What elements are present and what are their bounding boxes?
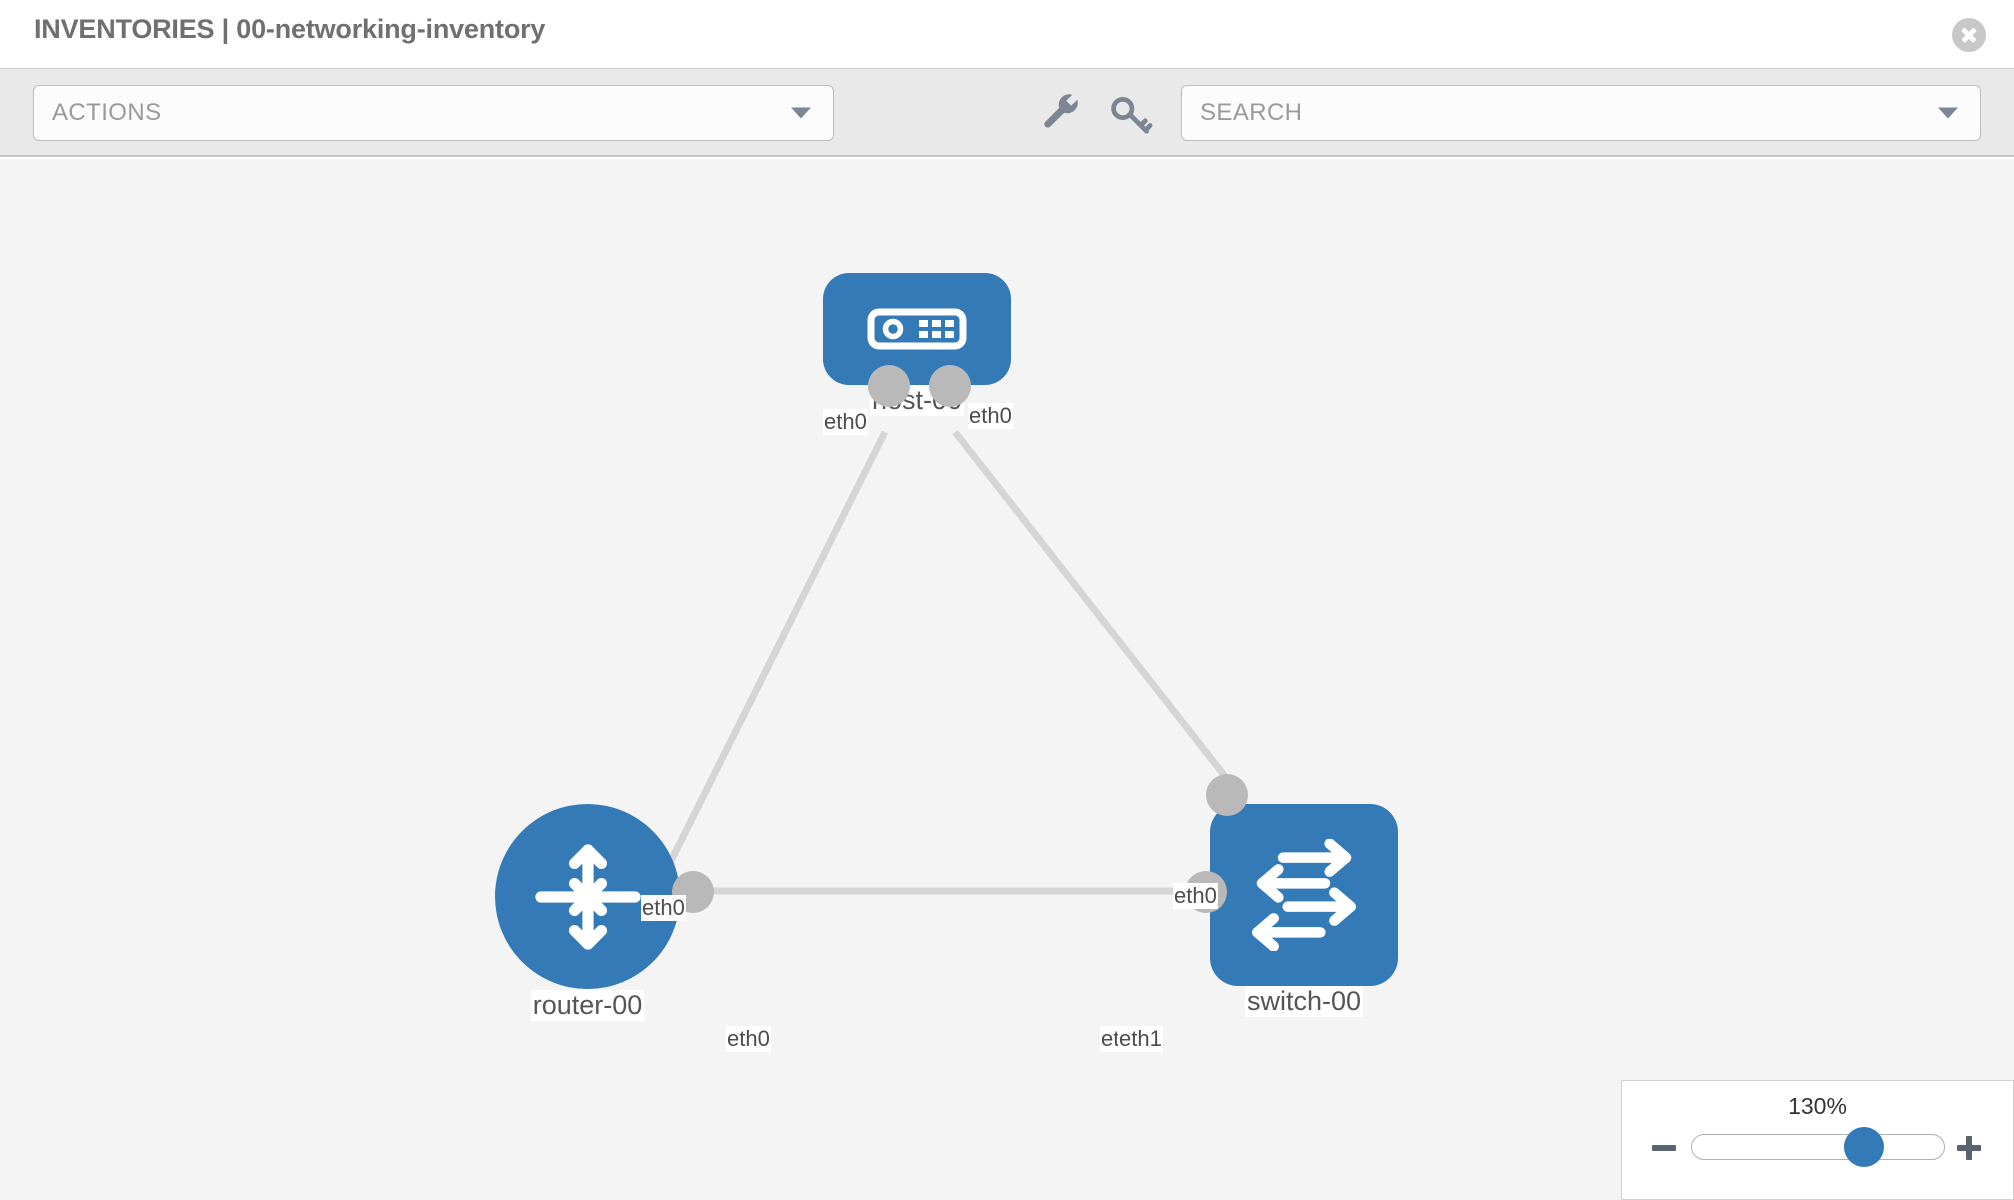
actions-dropdown-label: ACTIONS [52, 99, 162, 126]
actions-dropdown[interactable]: ACTIONS [33, 85, 834, 141]
router-arrows-icon [534, 843, 641, 950]
port-label-router-to-switch: eth0 [726, 1026, 771, 1052]
topology-canvas[interactable]: host-00 eth0 eth0 [0, 159, 2014, 1200]
plus-icon[interactable] [1954, 1133, 1984, 1163]
minus-icon[interactable] [1649, 1133, 1679, 1163]
port-label-router-to-host: eth0 [641, 895, 686, 921]
port-handle-host-right[interactable] [929, 365, 971, 407]
node-router-00[interactable]: router-00 [495, 804, 680, 1021]
node-host-00[interactable]: host-00 [823, 273, 1011, 416]
search-input[interactable]: SEARCH [1181, 85, 1981, 141]
chevron-down-icon[interactable] [1938, 107, 1958, 119]
node-host-00-shape[interactable] [823, 273, 1011, 385]
port-label-host-left: eth0 [823, 409, 868, 435]
server-device-icon [867, 308, 967, 350]
node-switch-00-shape[interactable] [1210, 804, 1398, 986]
search-placeholder: SEARCH [1200, 99, 1303, 126]
node-router-00-label: router-00 [530, 990, 645, 1021]
port-label-switch-to-host: eth0 [1173, 883, 1218, 909]
node-router-00-shape[interactable] [495, 804, 680, 989]
zoom-slider-thumb[interactable] [1844, 1127, 1884, 1167]
node-switch-00-label: switch-00 [1244, 986, 1364, 1017]
page-header: INVENTORIES | 00-networking-inventory [0, 0, 2014, 68]
zoom-control-panel: 130% [1621, 1080, 2014, 1200]
switch-arrows-icon [1252, 839, 1356, 951]
port-handle-host-left[interactable] [868, 365, 910, 407]
port-handle-switch-top[interactable] [1206, 774, 1248, 816]
node-switch-00[interactable]: switch-00 [1210, 804, 1398, 1017]
close-icon[interactable] [1952, 18, 1986, 52]
zoom-level-label: 130% [1788, 1093, 1847, 1119]
key-icon[interactable] [1109, 92, 1153, 136]
port-label-switch-to-router-b: eth1 [1118, 1026, 1163, 1052]
port-label-host-right: eth0 [968, 403, 1013, 429]
zoom-slider-track[interactable] [1691, 1134, 1945, 1160]
page-title: INVENTORIES | 00-networking-inventory [34, 14, 546, 44]
chevron-down-icon [791, 107, 811, 119]
topology-edges [658, 429, 1238, 895]
wrench-icon[interactable] [1040, 92, 1084, 136]
